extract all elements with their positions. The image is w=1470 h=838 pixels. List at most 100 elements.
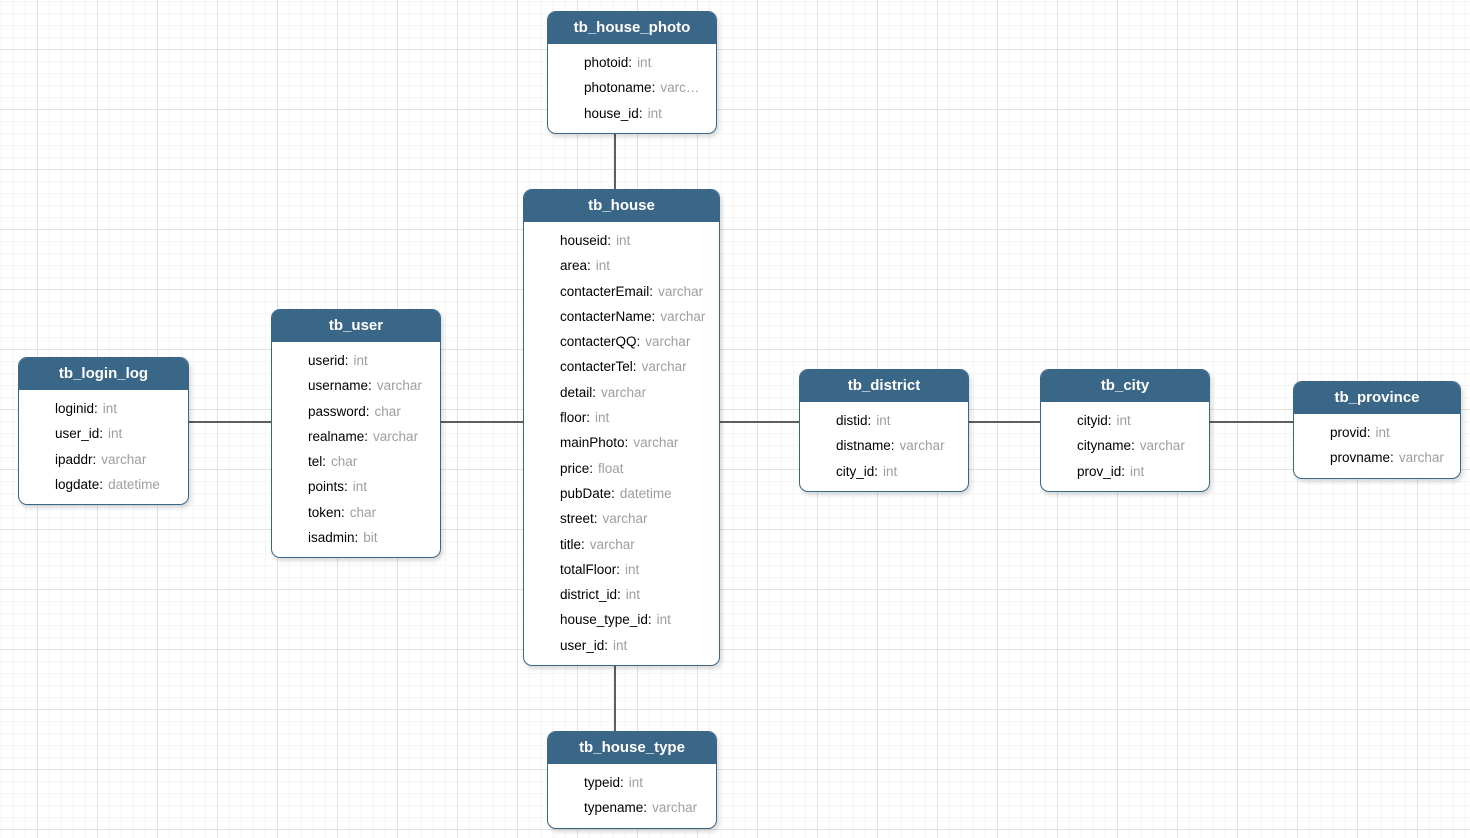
- entity-tb_house_type[interactable]: tb_house_type typeidinttypenamevarchar: [547, 731, 717, 829]
- field-name: detail: [560, 385, 596, 400]
- field-type: int: [1375, 425, 1390, 440]
- field-name: floor: [560, 410, 590, 425]
- field-row[interactable]: user_idint: [524, 633, 719, 658]
- field-type: int: [352, 479, 368, 495]
- field-row[interactable]: loginidint: [19, 396, 188, 421]
- entity-tb_city[interactable]: tb_city cityidintcitynamevarcharprov_idi…: [1040, 369, 1210, 492]
- field-row[interactable]: usernamevarchar: [272, 373, 440, 398]
- field-row[interactable]: prov_idint: [1041, 459, 1209, 484]
- field-name: tel: [308, 454, 326, 469]
- field-row[interactable]: houseidint: [524, 228, 719, 253]
- field-row[interactable]: distnamevarchar: [800, 433, 968, 458]
- field-name: pubDate: [560, 486, 615, 501]
- field-name: distid: [836, 413, 871, 428]
- entity-title[interactable]: tb_house_type: [548, 732, 716, 764]
- entity-tb_house_photo[interactable]: tb_house_photo photoidintphotonamevarc…h…: [547, 11, 717, 134]
- field-type: varchar: [602, 511, 648, 527]
- field-type: int: [647, 105, 662, 121]
- relationship-edge-tb_house-tb_house_type[interactable]: [614, 664, 616, 733]
- field-row[interactable]: points int: [272, 474, 440, 499]
- field-row[interactable]: pricefloat: [524, 456, 719, 481]
- field-row[interactable]: photoidint: [548, 50, 716, 75]
- entity-title[interactable]: tb_login_log: [19, 358, 188, 390]
- field-row[interactable]: contacterNamevarchar: [524, 304, 719, 329]
- field-name: city_id: [836, 464, 878, 479]
- field-row[interactable]: tokenchar: [272, 500, 440, 525]
- field-row[interactable]: contacterEmailvarchar: [524, 279, 719, 304]
- field-row[interactable]: areaint: [524, 253, 719, 278]
- relationship-edge-tb_user-tb_house[interactable]: [440, 421, 525, 423]
- field-row[interactable]: typenamevarchar: [548, 795, 716, 820]
- field-type: varchar: [101, 451, 147, 467]
- entity-title[interactable]: tb_house: [524, 190, 719, 222]
- relationship-edge-tb_city-tb_province[interactable]: [1209, 421, 1295, 423]
- field-row[interactable]: photonamevarc…: [548, 75, 716, 100]
- field-row[interactable]: logdatedatetime: [19, 472, 188, 497]
- field-row[interactable]: useridint: [272, 348, 440, 373]
- field-row[interactable]: passwordchar: [272, 399, 440, 424]
- field-row[interactable]: city_id int: [800, 459, 968, 484]
- field-row[interactable]: realnamevarchar: [272, 424, 440, 449]
- field-row[interactable]: street varchar: [524, 506, 719, 531]
- field-name: cityname: [1077, 438, 1135, 453]
- entity-title[interactable]: tb_city: [1041, 370, 1209, 402]
- entity-tb_district[interactable]: tb_district distidintdistnamevarcharcity…: [799, 369, 969, 492]
- field-name: house_type_id: [560, 612, 652, 627]
- field-row[interactable]: contacterQQvarchar: [524, 329, 719, 354]
- field-name: typename: [584, 800, 647, 815]
- relationship-edge-tb_house_photo-tb_house[interactable]: [614, 132, 616, 191]
- entity-title[interactable]: tb_user: [272, 310, 440, 342]
- entity-tb_user[interactable]: tb_user useridintusernamevarcharpassword…: [271, 309, 441, 559]
- field-row[interactable]: district_idint: [524, 582, 719, 607]
- field-row[interactable]: house_type_id int: [524, 607, 719, 632]
- field-type: int: [353, 353, 368, 368]
- field-row[interactable]: house_id int: [548, 101, 716, 126]
- field-row[interactable]: title varchar: [524, 532, 719, 557]
- field-row[interactable]: citynamevarchar: [1041, 433, 1209, 458]
- field-type: datetime: [108, 476, 160, 492]
- field-name: ipaddr: [55, 452, 96, 467]
- entity-title[interactable]: tb_house_photo: [548, 12, 716, 44]
- entity-tb_login_log[interactable]: tb_login_log loginidintuser_idintipaddrv…: [18, 357, 189, 506]
- field-type: int: [595, 410, 610, 426]
- relationship-edge-tb_house-tb_district[interactable]: [719, 421, 801, 423]
- field-name: street: [560, 511, 598, 526]
- field-name: mainPhoto: [560, 435, 628, 450]
- field-row[interactable]: pubDate datetime: [524, 481, 719, 506]
- field-type: int: [883, 463, 898, 479]
- relationship-edge-tb_district-tb_city[interactable]: [968, 421, 1042, 423]
- entity-tb_house[interactable]: tb_house houseidintareaintcontacterEmail…: [523, 189, 720, 667]
- field-row[interactable]: provnamevarchar: [1294, 445, 1460, 470]
- field-row[interactable]: isadminbit: [272, 525, 440, 550]
- field-name: loginid: [55, 401, 98, 416]
- field-row[interactable]: providint: [1294, 420, 1460, 445]
- field-row[interactable]: contacterTelvarchar: [524, 354, 719, 379]
- field-type: datetime: [619, 485, 672, 501]
- field-row[interactable]: ipaddr varchar: [19, 447, 188, 472]
- entity-tb_province[interactable]: tb_province providintprovnamevarchar: [1293, 381, 1461, 479]
- entity-title[interactable]: tb_district: [800, 370, 968, 402]
- entity-field-list: photoidintphotonamevarc… house_id int: [548, 44, 716, 133]
- entity-title[interactable]: tb_province: [1294, 382, 1460, 414]
- field-row[interactable]: floor int: [524, 405, 719, 430]
- field-name: title: [560, 537, 585, 552]
- field-row[interactable]: distidint: [800, 408, 968, 433]
- relationship-edge-tb_login_log-tb_user[interactable]: [188, 421, 273, 423]
- field-type: varchar: [658, 283, 704, 299]
- field-row[interactable]: user_idint: [19, 421, 188, 446]
- field-type: int: [108, 426, 123, 442]
- field-type: varchar: [589, 536, 635, 552]
- field-row[interactable]: cityidint: [1041, 408, 1209, 433]
- field-row[interactable]: mainPhotovarchar: [524, 430, 719, 455]
- field-name: realname: [308, 429, 368, 444]
- field-type: int: [1130, 463, 1145, 479]
- field-row[interactable]: telchar: [272, 449, 440, 474]
- field-type: int: [625, 561, 640, 577]
- field-name: house_id: [584, 106, 643, 121]
- field-row[interactable]: detailvarchar: [524, 380, 719, 405]
- field-row[interactable]: typeidint: [548, 770, 716, 795]
- field-row[interactable]: totalFloorint: [524, 557, 719, 582]
- field-type: int: [656, 612, 671, 628]
- field-name: points: [308, 479, 348, 494]
